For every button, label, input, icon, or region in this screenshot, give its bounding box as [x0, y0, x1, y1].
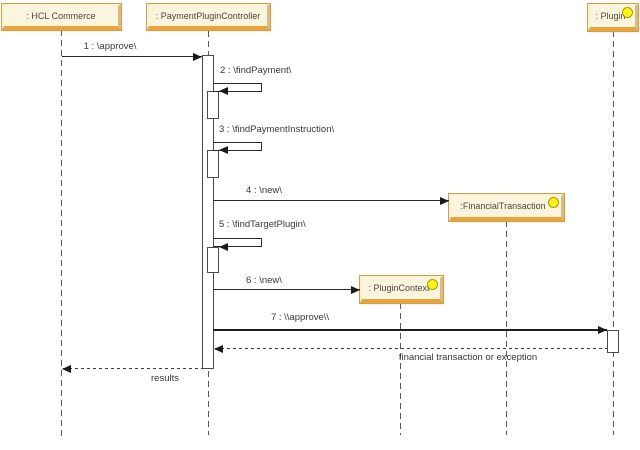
message-7-label: 7 : \\approve\\ [270, 312, 330, 323]
results-message-line [63, 368, 202, 369]
interface-ball-icon [427, 279, 438, 290]
message-7-arrowhead-icon [598, 326, 607, 334]
message-5-arrowhead-icon [219, 243, 228, 251]
object-label-payment-plugin-controller: : PaymentPluginController [155, 10, 261, 21]
message-4-arrowhead-icon [440, 197, 449, 205]
activation-controller-findtargetplugin [207, 247, 219, 273]
message-3-label: 3 : \findPaymentInstruction\ [219, 124, 335, 135]
lifeline-plugin-context [400, 303, 401, 435]
return-message-line [215, 348, 607, 349]
message-3-arrowhead-icon [219, 146, 228, 154]
interface-ball-icon [548, 197, 559, 208]
lifeline-financial-transaction [506, 221, 507, 435]
object-label-plugin-context: : PluginContext [368, 283, 430, 293]
message-6-line [213, 289, 360, 290]
object-label-financial-transaction: :FinancialTransaction [460, 201, 546, 211]
interface-ball-icon [622, 7, 633, 18]
message-1-arrowhead-icon [193, 53, 202, 61]
message-6-label: 6 : \new\ [246, 275, 282, 286]
object-box-hcl-commerce: : HCL Commerce [1, 3, 122, 31]
object-label-hcl-commerce: : HCL Commerce [26, 10, 96, 21]
activation-plugin [607, 330, 619, 353]
object-box-plugin-context: : PluginContext [359, 275, 444, 304]
return-message-arrowhead-icon [214, 345, 223, 353]
object-label-plugin: : Plugin [595, 11, 626, 21]
message-7-line [213, 329, 607, 331]
results-message-arrowhead-icon [62, 365, 71, 373]
object-box-payment-plugin-controller: : PaymentPluginController [146, 3, 271, 31]
message-2-self-loop [213, 83, 262, 92]
results-message-label: results [151, 373, 179, 384]
message-2-arrowhead-icon [219, 87, 228, 95]
message-4-label: 4 : \new\ [246, 185, 282, 196]
message-3-self-loop [213, 142, 262, 151]
message-5-label: 5 : \findTargetPlugin\ [219, 219, 306, 230]
message-4-line [213, 200, 449, 201]
lifeline-hcl-commerce [61, 30, 62, 436]
activation-controller-findpaymentinstruction [207, 150, 219, 178]
activation-controller-main [202, 55, 214, 369]
object-box-financial-transaction: :FinancialTransaction [448, 193, 565, 222]
return-message-label: financial transaction or exception [398, 352, 538, 363]
activation-controller-findpayment [207, 91, 219, 119]
lifeline-plugin [613, 31, 614, 435]
message-2-label: 2 : \findPayment\ [220, 65, 292, 76]
message-1-line [62, 56, 202, 57]
message-1-label: 1 : \approve\ [83, 41, 137, 52]
message-6-arrowhead-icon [351, 286, 360, 294]
message-5-self-loop [213, 238, 262, 247]
object-box-plugin: : Plugin [587, 3, 639, 32]
